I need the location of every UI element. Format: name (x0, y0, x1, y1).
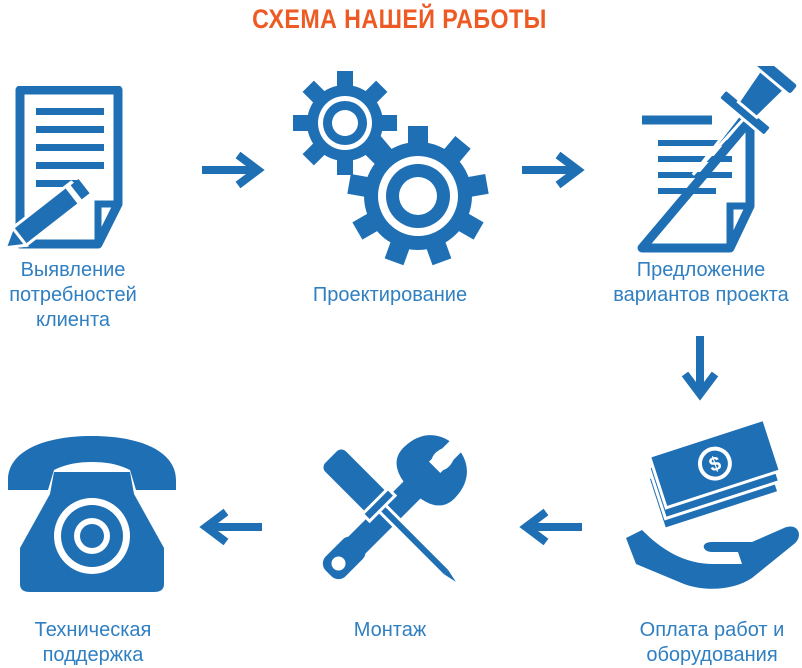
arrow-down-icon (681, 336, 719, 401)
gears-icon (293, 71, 489, 266)
telephone-icon (8, 436, 176, 592)
money-hand-icon: $ (626, 418, 799, 589)
document-pencil-icon (6, 86, 123, 250)
step-label-1: Выявление потребностей клиента (9, 259, 137, 331)
step-label-3: Предложение вариантов проекта (613, 259, 789, 306)
document-pin-icon (637, 66, 800, 253)
step-label-2: Проектирование (312, 284, 468, 306)
step-label-5: Монтаж (353, 619, 427, 641)
diagram-title: СХЕМА НАШЕЙ РАБОТЫ (252, 4, 547, 34)
arrow-right-icon (522, 151, 585, 189)
wrench-screwdriver-icon (320, 435, 467, 582)
arrow-right-icon (202, 151, 265, 189)
arrow-left-icon (519, 508, 582, 546)
step-label-6: Техническая поддержка (34, 619, 152, 666)
step-label-4: Оплата работ и оборудования (639, 619, 785, 666)
arrow-left-icon (199, 508, 262, 546)
